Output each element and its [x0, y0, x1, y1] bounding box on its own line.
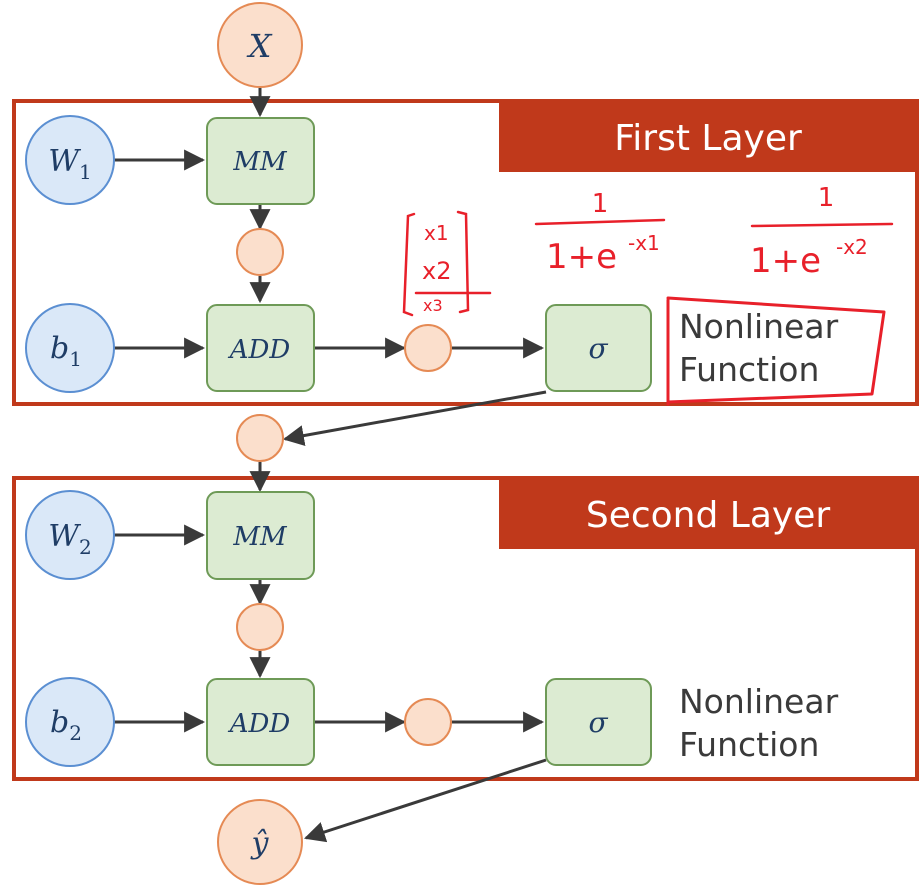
second-layer-title: Second Layer: [586, 495, 831, 536]
input-node-x: X: [217, 2, 303, 88]
edges: [114, 88, 547, 843]
svg-text:MM: MM: [232, 522, 288, 552]
svg-text:1+e: 1+e: [750, 241, 821, 281]
first-layer-title: First Layer: [614, 118, 802, 159]
handwritten-sigmoid-2: 1 1+e -x2: [750, 183, 894, 281]
svg-text:b1: b1: [50, 331, 82, 371]
edge-sigma2-to-output: [304, 758, 547, 843]
first-layer-frame: [12, 99, 919, 406]
activation-box-2: σ: [545, 678, 652, 766]
add-box-2: ADD: [206, 678, 315, 766]
matmul-box-1: MM: [206, 117, 315, 205]
nonlinear-function-label-2: Nonlinear Function: [679, 682, 839, 764]
handwritten-x2: x2: [422, 257, 451, 285]
handwritten-sigmoid-1: 1 1+e -x1: [534, 189, 666, 277]
handwritten-highlight-box: [666, 296, 886, 406]
bias-node-b2: b2: [25, 677, 115, 767]
activation-box-1: σ: [545, 304, 652, 392]
nonlinear-function-label-1: Nonlinear Function: [679, 307, 839, 389]
svg-text:Nonlinear: Nonlinear: [679, 307, 839, 346]
intermediate-node-2: [404, 324, 452, 372]
svg-text:-x2: -x2: [836, 235, 868, 259]
weight-node-w1: W1: [25, 115, 115, 205]
svg-text:1+e: 1+e: [546, 237, 617, 277]
hidden-output-node: [236, 414, 284, 462]
second-layer-banner: [499, 478, 917, 549]
svg-text:1: 1: [818, 183, 835, 213]
matmul-box-2: MM: [206, 491, 315, 580]
svg-text:W2: W2: [48, 519, 92, 559]
svg-text:-x1: -x1: [628, 231, 660, 255]
svg-text:b2: b2: [50, 705, 82, 745]
svg-text:W1: W1: [48, 144, 92, 184]
handwritten-vector-annotation: [402, 210, 492, 317]
intermediate-node-1: [236, 228, 284, 276]
second-layer-frame: [12, 476, 919, 781]
svg-text:1: 1: [592, 189, 609, 219]
svg-text:Function: Function: [679, 350, 819, 389]
edge-sigma1-to-hidden: [282, 390, 547, 446]
svg-text:X: X: [246, 27, 273, 65]
svg-text:Nonlinear: Nonlinear: [679, 682, 839, 721]
handwritten-x3: x3: [423, 296, 443, 315]
first-layer-banner: [499, 101, 917, 172]
output-node-yhat: ŷ: [217, 799, 303, 885]
weight-node-w2: W2: [25, 490, 115, 580]
svg-text:σ: σ: [588, 706, 608, 739]
svg-text:ŷ: ŷ: [250, 826, 270, 861]
handwritten-x1: x1: [424, 221, 449, 245]
bias-node-b1: b1: [25, 303, 115, 393]
svg-text:MM: MM: [232, 147, 288, 177]
svg-text:Function: Function: [679, 725, 819, 764]
intermediate-node-3: [236, 603, 284, 651]
svg-text:ADD: ADD: [228, 709, 291, 739]
svg-text:ADD: ADD: [228, 335, 291, 365]
intermediate-node-4: [404, 698, 452, 746]
add-box-1: ADD: [206, 304, 315, 392]
svg-text:σ: σ: [588, 332, 608, 365]
